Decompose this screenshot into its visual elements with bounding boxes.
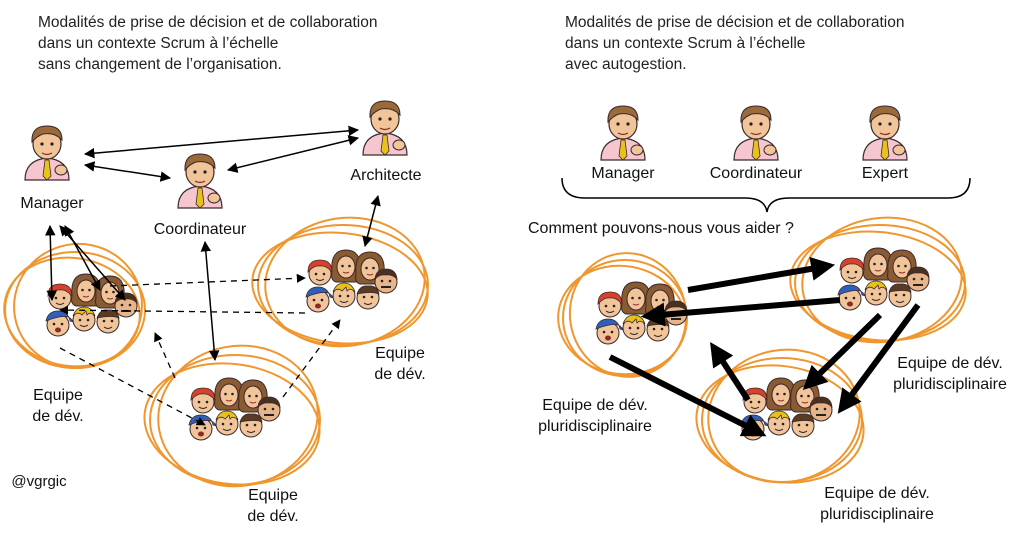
left-team-3-label-line-2: de dév. bbox=[247, 508, 299, 525]
right-role-coordinator-label: Coordinateur bbox=[709, 165, 803, 182]
left-team-2-label-line-2: de dév. bbox=[374, 366, 426, 383]
left-team-1-members bbox=[46, 274, 137, 336]
right-team-3-label-line-1: Equipe de dév. bbox=[824, 485, 930, 502]
left-team-3-label-line-1: Equipe bbox=[248, 487, 298, 504]
right-team-1-label-line-1: Equipe de dév. bbox=[542, 397, 648, 414]
left-team-2-ring bbox=[251, 216, 429, 348]
left-team-3-ring bbox=[143, 344, 321, 488]
right-team-2-members bbox=[838, 248, 929, 310]
left-role-manager-label: Manager bbox=[20, 195, 84, 212]
left-dashed-arrows bbox=[59, 273, 341, 426]
right-manager-avatar bbox=[600, 105, 646, 161]
left-solid-arrows bbox=[45, 125, 381, 362]
left-title-line-1: Modalités de prise de décision et de col… bbox=[38, 14, 378, 31]
right-team-1-label-line-2: pluridisciplinaire bbox=[538, 418, 652, 435]
right-title-line-1: Modalités de prise de décision et de col… bbox=[565, 14, 905, 31]
left-coordinator-avatar bbox=[177, 153, 223, 209]
right-title-line-2: dans un contexte Scrum à l’échelle bbox=[565, 35, 806, 52]
credit-handle: @vgrgic bbox=[11, 473, 67, 490]
right-title-line-3: avec autogestion. bbox=[565, 56, 687, 73]
left-architect-avatar bbox=[362, 100, 408, 156]
left-team-1-label-line-2: de dév. bbox=[32, 408, 84, 425]
right-expert-avatar bbox=[862, 105, 908, 161]
right-roles-brace bbox=[561, 177, 971, 213]
right-team-3-label-line-2: pluridisciplinaire bbox=[820, 506, 934, 523]
right-team-2-label-line-1: Equipe de dév. bbox=[897, 355, 1003, 372]
left-team-2-label-line-1: Equipe bbox=[375, 345, 425, 362]
left-title-line-3: sans changement de l’organisation. bbox=[38, 56, 282, 73]
right-coordinator-avatar bbox=[733, 105, 779, 161]
left-role-coordinator-label: Coordinateur bbox=[153, 221, 247, 238]
right-question: Comment pouvons-nous vous aider ? bbox=[528, 220, 794, 237]
left-team-1-label-line-1: Equipe bbox=[33, 387, 83, 404]
right-bold-arrows bbox=[608, 257, 921, 437]
left-role-architect-label: Architecte bbox=[350, 167, 422, 184]
left-team-2-members bbox=[306, 250, 397, 312]
right-role-manager-label: Manager bbox=[591, 165, 655, 182]
left-manager-avatar bbox=[24, 125, 70, 181]
right-role-expert-label: Expert bbox=[861, 165, 909, 182]
right-team-2-label-line-2: pluridisciplinaire bbox=[893, 376, 1007, 393]
left-title-line-2: dans un contexte Scrum à l’échelle bbox=[38, 35, 279, 52]
left-team-3-members bbox=[189, 378, 280, 440]
